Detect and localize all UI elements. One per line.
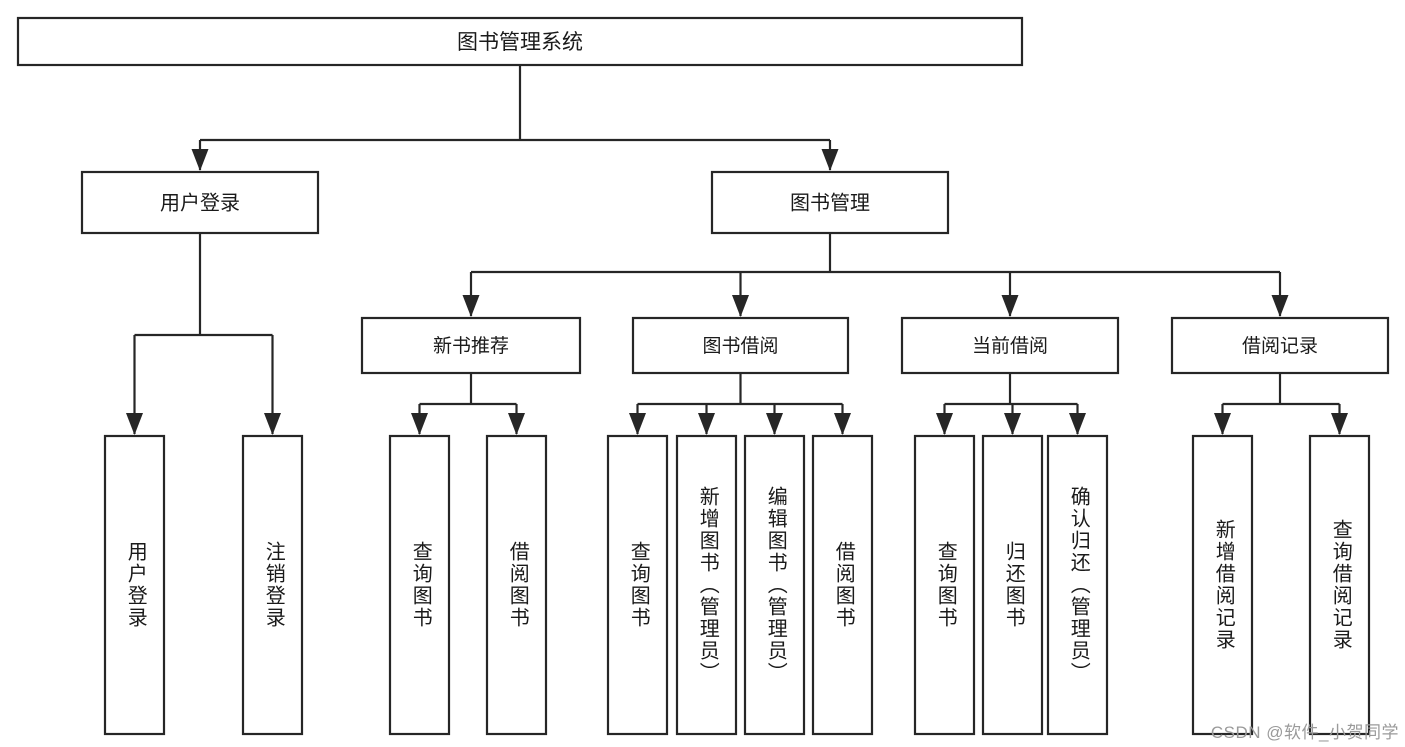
node-leaf-2[interactable]	[388, 434, 451, 736]
node-root-label: 图书管理系统	[457, 31, 583, 54]
arrow-head-icon	[508, 413, 525, 435]
node-leaf-7[interactable]	[811, 434, 874, 736]
arrow-head-icon	[732, 295, 749, 317]
node-leaf-12[interactable]	[1308, 434, 1371, 736]
arrow-head-icon	[698, 413, 715, 435]
node-l2-3-label: 借阅记录	[1242, 335, 1318, 357]
arrow-head-icon	[766, 413, 783, 435]
node-l2-1-label: 图书借阅	[702, 335, 778, 357]
arrow-head-icon	[126, 413, 143, 435]
arrow-head-icon	[1069, 413, 1086, 435]
arrow-head-icon	[936, 413, 953, 435]
watermark-text: CSDN @软件_小贺同学	[1210, 723, 1399, 742]
node-leaf-0[interactable]	[103, 434, 166, 736]
node-box-layer	[16, 16, 1390, 736]
node-l1-0[interactable]	[80, 170, 320, 235]
node-l1-0-label: 用户登录	[160, 192, 240, 215]
node-l2-0-label: 新书推荐	[433, 335, 509, 357]
arrow-head-icon	[1271, 295, 1289, 317]
arrow-head-icon	[821, 149, 839, 171]
node-l2-1[interactable]	[631, 316, 850, 375]
node-l2-2[interactable]	[900, 316, 1120, 375]
node-l2-0[interactable]	[360, 316, 582, 375]
arrow-head-icon	[191, 149, 209, 171]
arrow-head-icon	[462, 295, 480, 317]
node-l1-1-label: 图书管理	[790, 192, 870, 215]
node-l2-2-label: 当前借阅	[972, 335, 1048, 357]
arrow-head-icon	[629, 413, 646, 435]
node-leaf-5[interactable]	[675, 434, 738, 736]
node-leaf-8[interactable]	[913, 434, 976, 736]
arrow-head-icon	[834, 413, 851, 435]
arrow-head-icon	[1331, 413, 1348, 435]
arrow-head-icon	[264, 413, 281, 435]
arrow-head-icon	[1001, 295, 1019, 317]
node-root[interactable]	[16, 16, 1024, 67]
node-leaf-1[interactable]	[241, 434, 304, 736]
node-leaf-6[interactable]	[743, 434, 806, 736]
arrow-head-icon	[1004, 413, 1021, 435]
arrow-head-icon	[1214, 413, 1231, 435]
connector-layer	[126, 65, 1348, 435]
node-l1-1[interactable]	[710, 170, 950, 235]
node-leaf-4[interactable]	[606, 434, 669, 736]
node-leaf-11[interactable]	[1191, 434, 1254, 736]
node-leaf-9[interactable]	[981, 434, 1044, 736]
node-l2-3[interactable]	[1170, 316, 1390, 375]
node-leaf-3[interactable]	[485, 434, 548, 736]
node-leaf-10[interactable]	[1046, 434, 1109, 736]
arrow-head-icon	[411, 413, 428, 435]
